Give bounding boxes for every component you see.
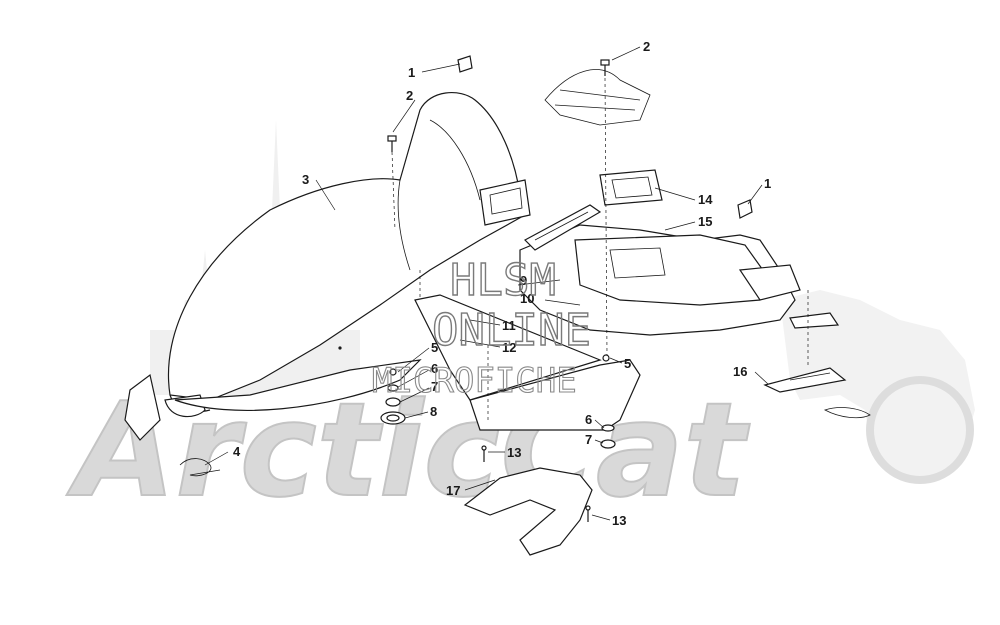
watermark-line3: MICROFICHE	[372, 361, 577, 401]
callout-17: 17	[446, 483, 460, 498]
callout-4: 4	[233, 444, 241, 459]
callout-9: 9	[520, 273, 527, 288]
callout-7: 7	[585, 432, 592, 447]
rear-cowl-part	[519, 169, 840, 336]
hlsm-watermark: HLSM ONLINE MICROFICHE	[371, 254, 591, 401]
callout-1: 1	[764, 176, 771, 191]
callout-1: 1	[408, 65, 415, 80]
callout-13: 13	[507, 445, 521, 460]
screw-left	[387, 135, 397, 231]
bracket-top-right	[544, 59, 651, 356]
callout-3: 3	[302, 172, 309, 187]
callout-8: 8	[430, 404, 437, 419]
callout-2: 2	[406, 88, 413, 103]
hood-part	[164, 92, 531, 418]
vent-cap-right	[737, 199, 753, 219]
fastener-stack-right	[600, 354, 616, 449]
callout-10: 10	[520, 291, 534, 306]
callout-5: 5	[624, 356, 631, 371]
callout-15: 15	[698, 214, 712, 229]
callout-6: 6	[585, 412, 592, 427]
watermark-line2: ONLINE	[432, 305, 591, 356]
callout-labels: 1 2 3 4 5 6 7 8 9 10 11 12 13 2 14 15 1 …	[233, 39, 771, 528]
side-panel-part	[763, 290, 871, 419]
watermark-line1: HLSM	[450, 255, 556, 306]
callout-16: 16	[733, 364, 747, 379]
callout-13: 13	[612, 513, 626, 528]
motorcycle-silhouette	[780, 290, 975, 480]
belt-guard-part	[414, 270, 641, 431]
callout-2: 2	[643, 39, 650, 54]
callout-11: 11	[502, 318, 516, 333]
callout-7: 7	[431, 379, 438, 394]
vent-cap-left	[457, 55, 473, 73]
callout-14: 14	[698, 192, 713, 207]
callout-12: 12	[502, 340, 516, 355]
callout-5: 5	[431, 340, 438, 355]
hood-pin-part	[124, 373, 221, 477]
wheel-silhouette	[866, 376, 974, 484]
callout-6: 6	[431, 361, 438, 376]
lower-guard-part	[463, 467, 593, 556]
leader-lines	[204, 46, 769, 521]
rivets	[481, 445, 591, 522]
